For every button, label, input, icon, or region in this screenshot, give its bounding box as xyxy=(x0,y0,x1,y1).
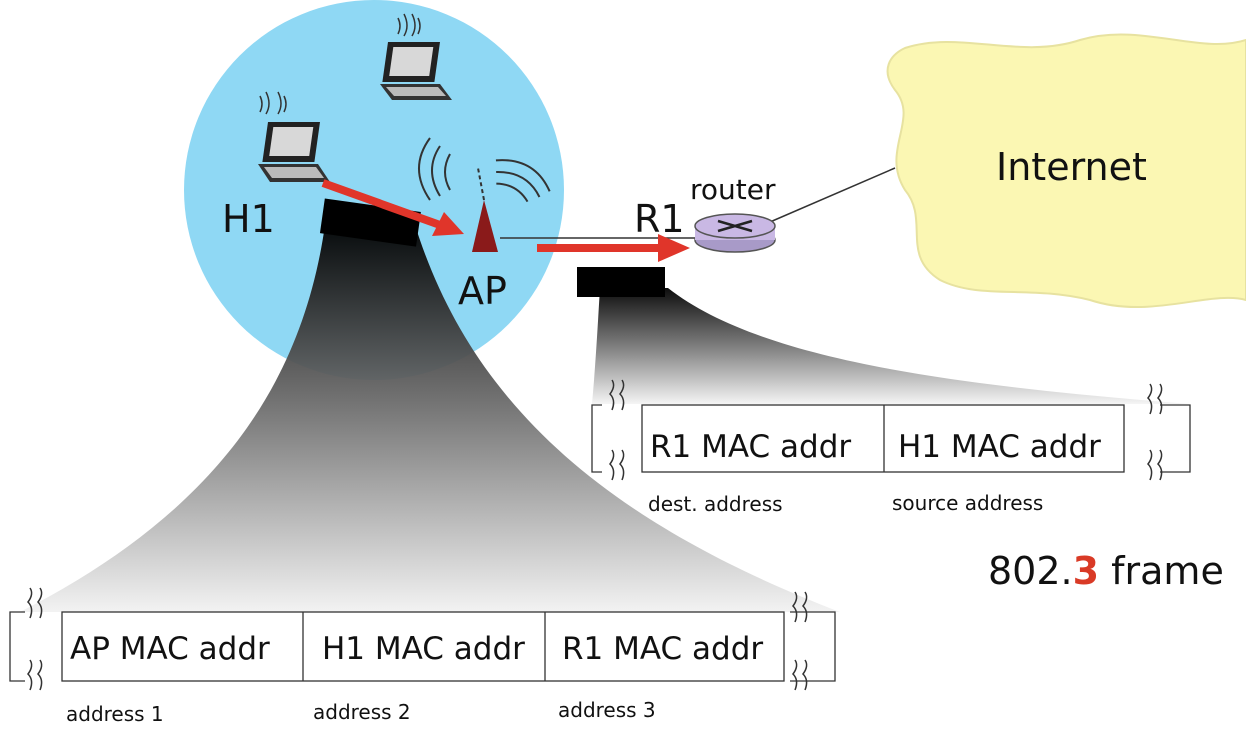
ethernet-cell-source: H1 MAC addr xyxy=(898,429,1101,465)
internet-cloud xyxy=(886,33,1246,308)
router-icon xyxy=(694,213,776,253)
frame-title-prefix: 802. xyxy=(988,549,1073,593)
wifi-frame-box xyxy=(9,587,836,691)
ethernet-cell-dest: R1 MAC addr xyxy=(650,429,852,465)
arrow-ap-to-router xyxy=(537,234,690,262)
router-internet-link xyxy=(769,167,896,223)
laptop-icon-h1 xyxy=(258,91,330,182)
ethernet-frame-block xyxy=(577,267,665,297)
wifi-frame-beam xyxy=(20,225,840,612)
ap-label: AP xyxy=(458,269,507,313)
wifi-cell-address-3: R1 MAC addr xyxy=(562,631,764,667)
ethernet-frame-title: 802.3 frame xyxy=(988,552,1224,590)
wifi-caption-address-1: address 1 xyxy=(66,702,164,726)
frame-title-suffix: frame xyxy=(1099,549,1224,593)
laptop-icon-top xyxy=(380,13,452,100)
internet-label: Internet xyxy=(996,145,1147,189)
ethernet-caption-source: source address xyxy=(892,491,1044,515)
wifi-caption-address-3: address 3 xyxy=(558,698,656,722)
arrow-h1-to-ap xyxy=(321,179,464,236)
wifi-caption-address-2: address 2 xyxy=(313,700,411,724)
ethernet-frame-box xyxy=(591,379,1191,481)
ethernet-caption-dest: dest. address xyxy=(648,492,783,516)
ap-antenna-icon xyxy=(418,137,551,252)
ethernet-frame-beam xyxy=(592,288,1190,404)
wifi-cell-address-1: AP MAC addr xyxy=(70,631,270,667)
router-caption-label: router xyxy=(690,173,776,206)
wifi-cell-address-2: H1 MAC addr xyxy=(322,631,525,667)
frame-title-highlight: 3 xyxy=(1072,549,1100,593)
host-label: H1 xyxy=(222,197,275,241)
router-name-label: R1 xyxy=(634,197,685,241)
